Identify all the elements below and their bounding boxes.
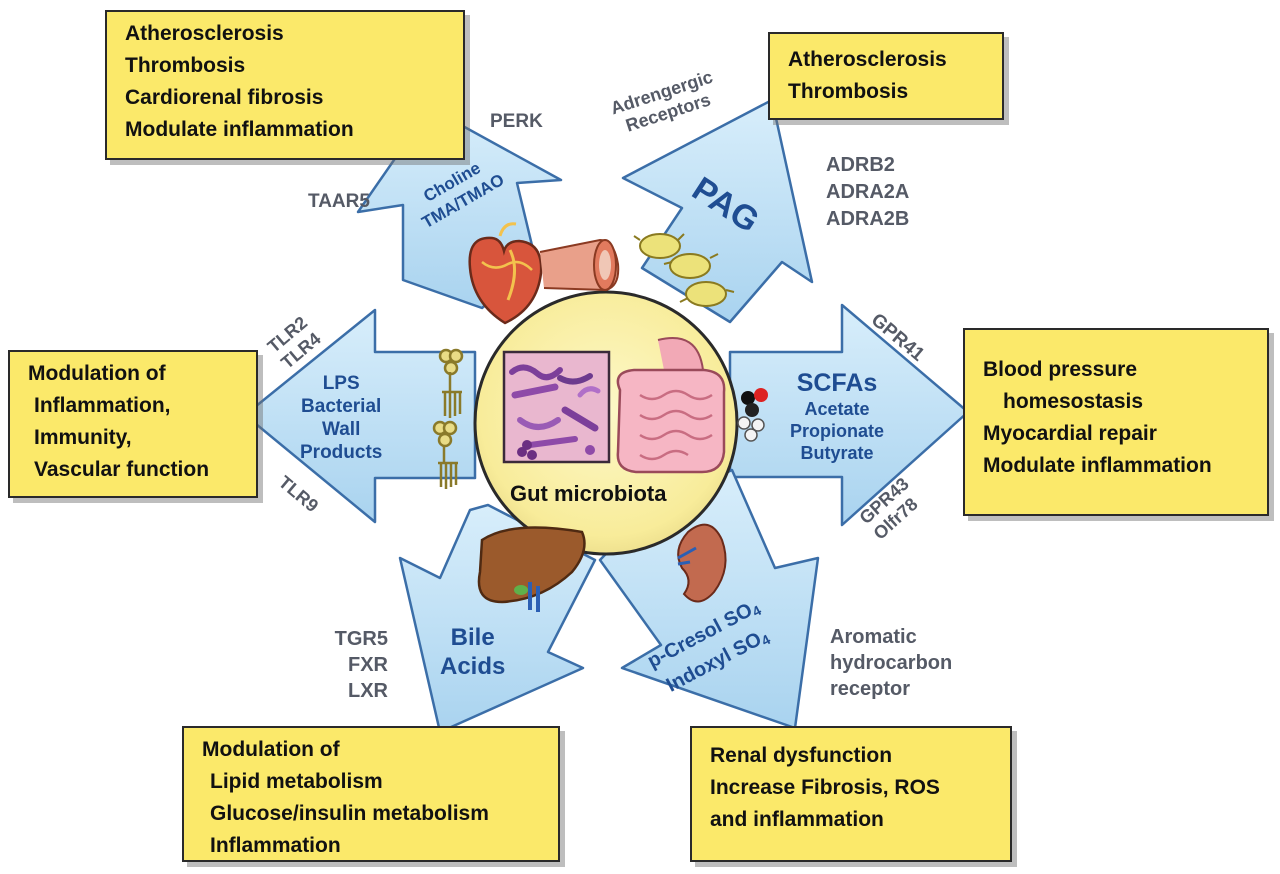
receptor-adra2a: ADRA2A [826,181,910,203]
bile-outcome-2: Lipid metabolism [210,770,383,793]
receptor-perk: PERK [490,111,543,132]
lps-label-line-3: Wall [322,419,361,440]
lps-label-line-2: Bacterial [301,396,382,417]
platelet-icon [633,233,735,307]
kidney-icon [677,523,727,603]
bile-outcome-1: Modulation of [202,738,340,761]
cresol-outcome-3: and inflammation [710,808,884,831]
outcome-box-cresol: Renal dysfunction Increase Fibrosis, ROS… [690,726,1012,862]
scfa-label-propionate: Propionate [790,421,885,441]
scfa-outcome-1: Blood pressure [983,358,1138,381]
bile-outcome-3: Glucose/insulin metabolism [210,802,489,825]
lps-outcome-3: Immunity, [34,426,132,449]
scfa-arrow-label: SCFAs Acetate Propionate Butyrate [790,368,884,464]
arrow-scfa [728,303,970,527]
ahr-line-3: receptor [830,678,911,700]
scfa-outcome-3: Myocardial repair [983,422,1157,445]
receptor-adr-list: ADRB2 ADRA2A ADRA2B [826,152,909,233]
lps-molecule-icon [432,348,464,489]
arrow-lps [243,308,477,524]
heart-icon [468,222,543,325]
lps-label-line-4: Products [300,442,383,463]
bile-label-line-1: Bile [450,624,495,651]
scfa-label-acetate: Acetate [804,399,870,419]
scfa-label-title: SCFAs [796,369,878,397]
receptor-lxr: LXR [348,680,388,702]
blood-vessel-icon [539,238,620,292]
intestine-icon [616,337,726,474]
receptor-bile-list: TGR5 FXR LXR [320,626,388,704]
tma-outcome-4: Modulate inflammation [125,118,354,141]
center-title: Gut microbiota [510,481,667,506]
receptor-ahr: Aromatic hydrocarbon receptor [830,624,952,702]
bile-outcome-4: Inflammation [210,834,341,857]
bile-arrow-label: Bile Acids [440,623,505,681]
scfa-label-butyrate: Butyrate [800,443,874,463]
ahr-line-1: Aromatic [830,626,917,648]
lps-outcome-2: Inflammation, [34,394,171,417]
bacteria-icon [502,350,611,464]
tma-outcome-3: Cardiorenal fibrosis [125,86,324,109]
ahr-line-2: hydrocarbon [830,652,953,674]
tma-outcome-1: Atherosclerosis [125,22,284,45]
pag-outcome-2: Thrombosis [788,80,909,103]
liver-icon [477,526,586,612]
receptor-adra2b: ADRA2B [826,208,910,230]
outcome-box-pag: Atherosclerosis Thrombosis [768,32,1004,120]
scfa-outcome-4: Modulate inflammation [983,454,1212,477]
outcome-box-tma: Atherosclerosis Thrombosis Cardiorenal f… [105,10,465,160]
cresol-outcome-1: Renal dysfunction [710,744,893,767]
tma-outcome-2: Thrombosis [125,54,246,77]
outcome-box-bile: Modulation of Lipid metabolism Glucose/i… [182,726,560,862]
lps-label-line-1: LPS [322,373,360,394]
molecule-icon [737,388,768,442]
receptor-taar5: TAAR5 [308,191,370,212]
receptor-adrb2: ADRB2 [826,154,895,176]
outcome-box-lps: Modulation of Inflammation, Immunity, Va… [8,350,258,498]
lps-arrow-label: LPS Bacterial Wall Products [300,372,382,464]
receptor-tgr5: TGR5 [334,628,388,650]
lps-outcome-1: Modulation of [28,362,166,385]
bile-label-line-2: Acids [440,653,506,680]
outcome-box-scfa: Blood pressure homesostasis Myocardial r… [963,328,1269,516]
cresol-outcome-2: Increase Fibrosis, ROS [710,776,940,799]
scfa-outcome-2: homesostasis [1003,390,1144,413]
pag-outcome-1: Atherosclerosis [788,48,947,71]
receptor-fxr: FXR [348,654,388,676]
lps-outcome-4: Vascular function [34,458,210,481]
